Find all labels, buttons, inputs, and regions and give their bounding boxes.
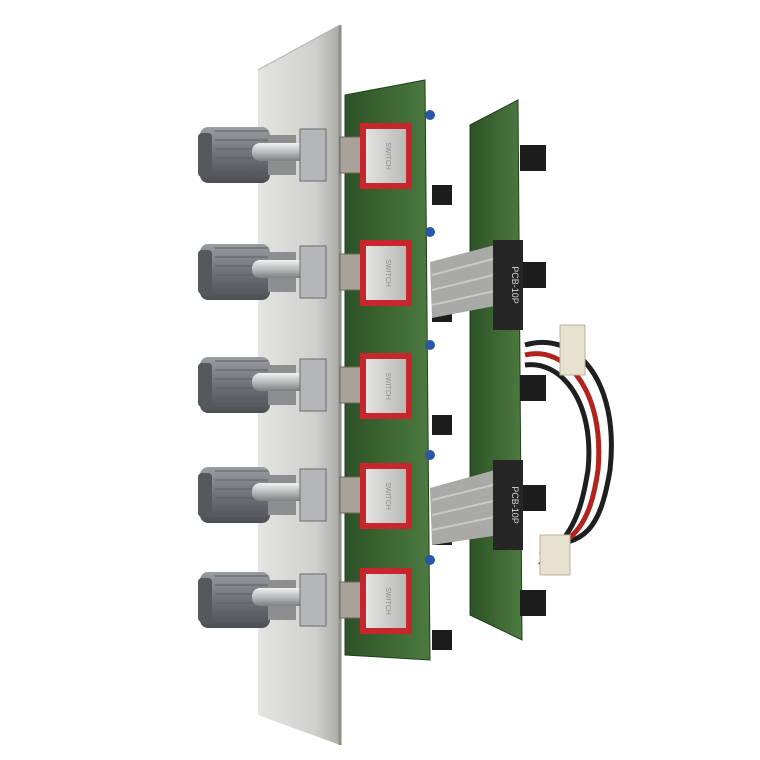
switch-marking: SWITCH — [384, 372, 391, 400]
rear-component — [520, 262, 546, 288]
blue-capacitor — [425, 340, 435, 350]
switch-face — [366, 129, 406, 183]
switch-marking: SWITCH — [384, 259, 391, 287]
toggle-nut — [299, 573, 327, 627]
switch-face — [366, 469, 406, 523]
rear-component — [520, 485, 546, 511]
blue-capacitor — [425, 110, 435, 120]
switch-face — [366, 246, 406, 300]
toggle-nut — [299, 358, 327, 412]
blue-capacitor — [425, 555, 435, 565]
knob — [200, 244, 270, 300]
black-component — [432, 185, 452, 205]
knob — [200, 127, 270, 183]
channel-1: SWITCH — [198, 110, 546, 205]
knob — [200, 357, 270, 413]
blue-capacitor — [425, 227, 435, 237]
toggle-bushing — [339, 581, 363, 619]
toggle-bushing — [339, 136, 363, 174]
toggle-bushing — [339, 253, 363, 291]
toggle-nut — [299, 468, 327, 522]
toggle-bushing — [339, 366, 363, 404]
switch-marking: SWITCH — [384, 482, 391, 510]
knob-cap — [198, 250, 212, 294]
blue-capacitor — [425, 450, 435, 460]
black-component — [432, 630, 452, 650]
toggle-nut — [299, 128, 327, 182]
knob-cap — [198, 578, 212, 622]
connector-label: PCB-10P — [510, 486, 520, 524]
toggle-nut — [299, 245, 327, 299]
ribbon-cable-upper — [430, 245, 500, 318]
power-cable — [524, 324, 614, 576]
black-component — [432, 415, 452, 435]
knob — [200, 572, 270, 628]
switch-marking: SWITCH — [384, 142, 391, 170]
channel-3: SWITCH — [198, 340, 546, 435]
knob — [200, 467, 270, 523]
knob-cap — [198, 363, 212, 407]
rear-component — [520, 145, 546, 171]
rear-component — [520, 375, 546, 401]
rear-pcb — [469, 99, 523, 641]
ribbon-connector-lower: PCB-10P — [493, 460, 523, 550]
rear-component — [520, 590, 546, 616]
connector-label: PCB-10P — [510, 266, 520, 304]
knob-cap — [198, 473, 212, 517]
channel-5: SWITCH — [198, 555, 546, 650]
switch-face — [366, 359, 406, 413]
toggle-bushing — [339, 476, 363, 514]
switch-face — [366, 574, 406, 628]
ribbon-cable-lower — [430, 470, 500, 545]
ribbon-connector-upper: PCB-10P — [493, 240, 523, 330]
switch-marking: SWITCH — [384, 587, 391, 615]
knob-cap — [198, 133, 212, 177]
